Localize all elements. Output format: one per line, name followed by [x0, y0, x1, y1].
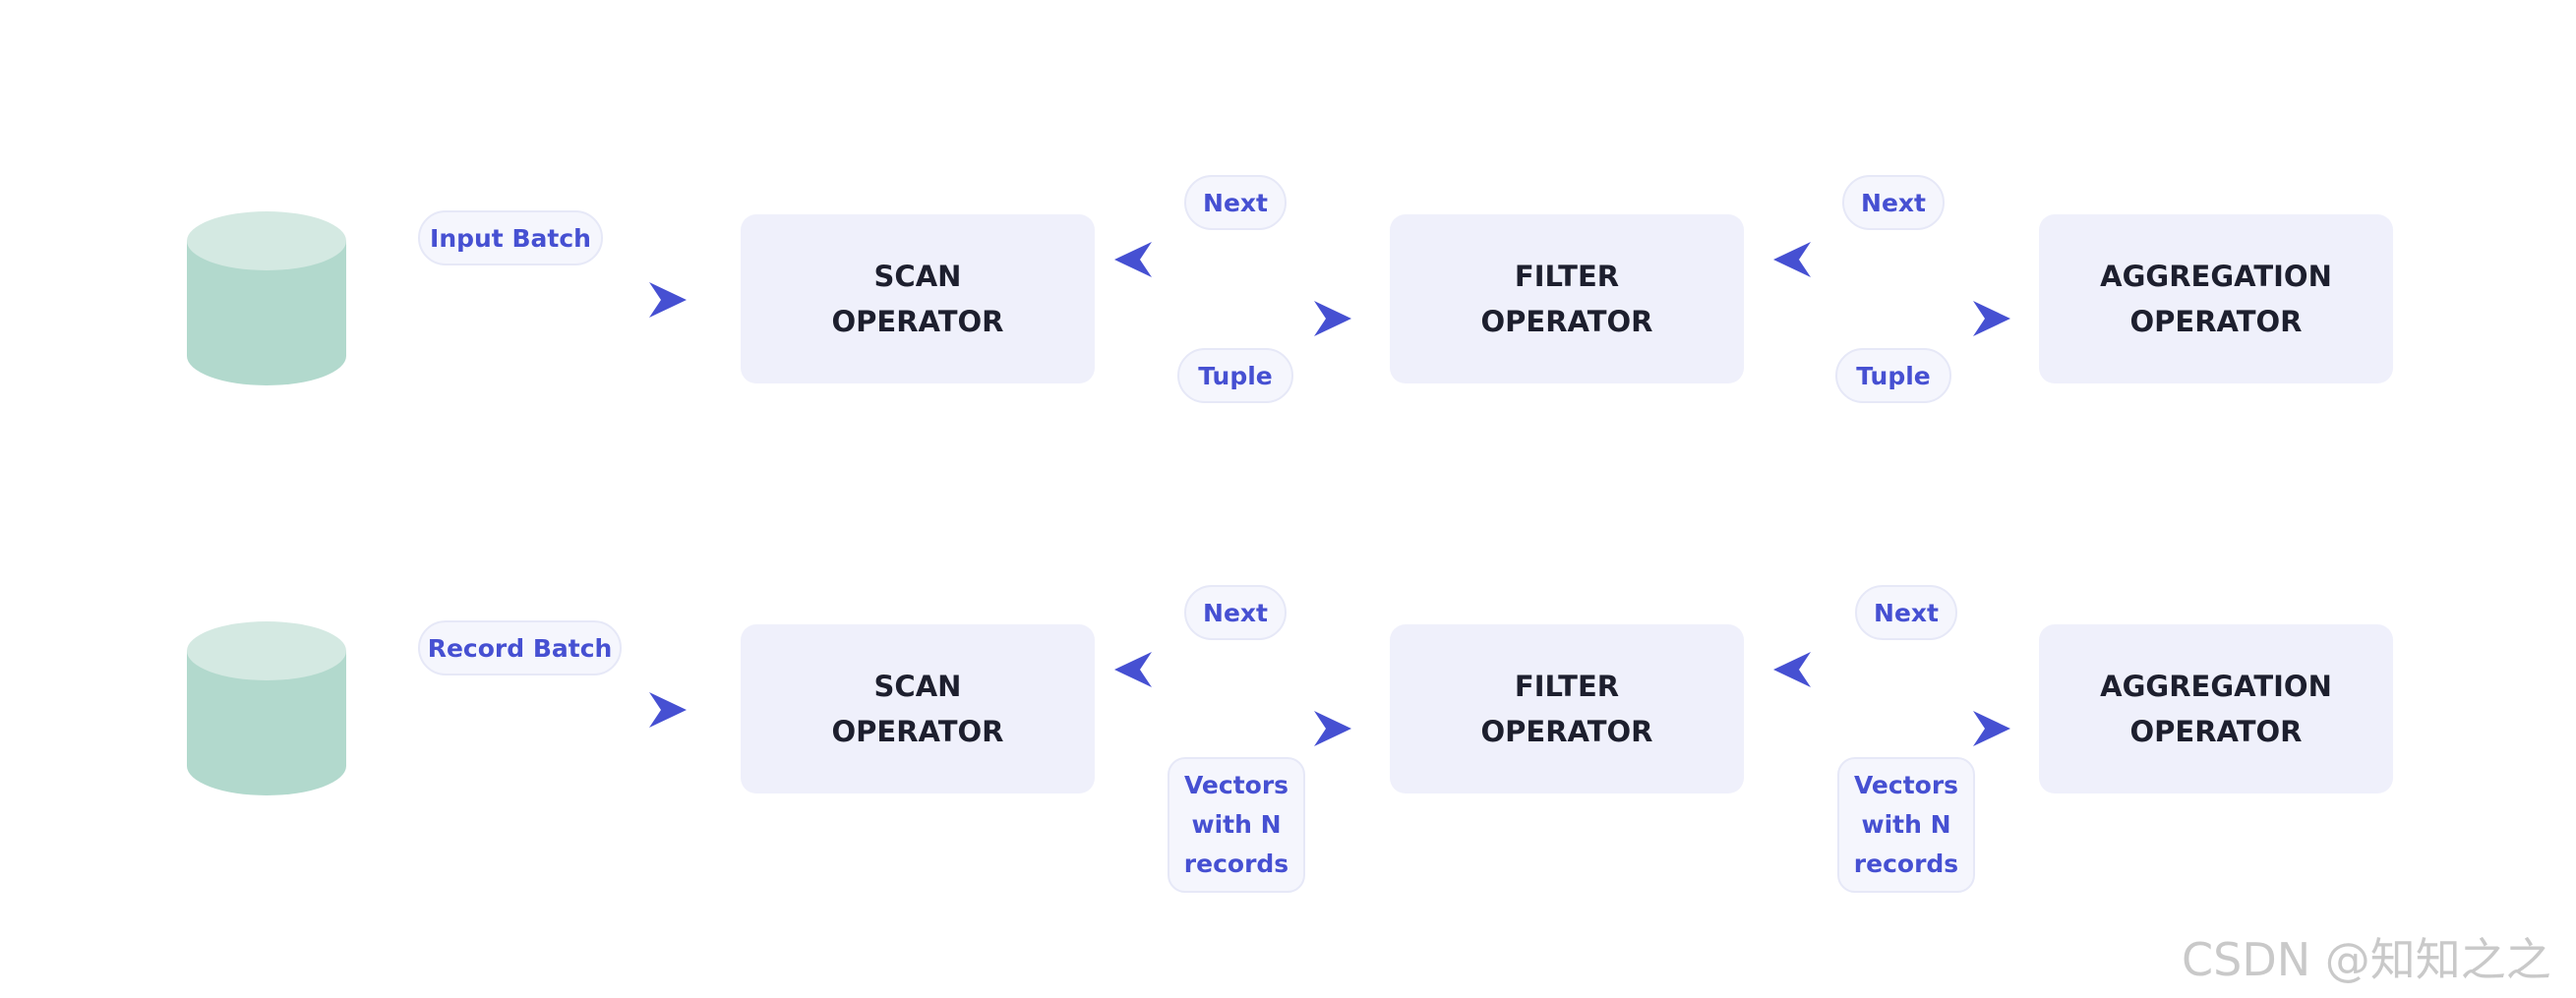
operator-suffix: OPERATOR: [2129, 305, 2303, 338]
input-batch-label: Input Batch: [418, 210, 603, 265]
vectors-label-filter-agg-row2: Vectors with N records: [1837, 757, 1975, 893]
vectors-label-line: records: [1183, 850, 1289, 878]
scan-operator-row2: SCAN OPERATOR: [741, 624, 1095, 793]
record-batch-label: Record Batch: [418, 620, 622, 675]
operator-name: SCAN: [873, 260, 962, 293]
arrow-source-to-scan-row1: [389, 282, 687, 318]
arrow-next-agg-to-filter-row2: [1773, 652, 2007, 687]
filter-operator-row2: FILTER OPERATOR: [1390, 624, 1744, 793]
aggregation-operator-row2: AGGREGATION OPERATOR: [2039, 624, 2393, 793]
arrow-tuple-filter-to-agg-row1: [1775, 301, 2010, 336]
operator-name: FILTER: [1514, 260, 1620, 293]
operator-suffix: OPERATOR: [831, 305, 1004, 338]
database-icon-row2: [187, 621, 346, 795]
arrow-next-agg-to-filter-row1: [1773, 242, 2007, 277]
operator-suffix: OPERATOR: [1480, 305, 1653, 338]
database-icon-row1: [187, 211, 346, 385]
next-label-filter-agg-row2: Next: [1855, 585, 1957, 640]
operator-name: AGGREGATION: [2100, 670, 2332, 703]
vectors-label-scan-filter-row2: Vectors with N records: [1168, 757, 1305, 893]
vectors-label-line: with N: [1861, 810, 1951, 839]
arrow-tuple-scan-to-filter-row1: [1116, 301, 1351, 336]
next-label-scan-filter-row2: Next: [1184, 585, 1287, 640]
filter-operator-row1: FILTER OPERATOR: [1390, 214, 1744, 383]
arrow-next-filter-to-scan-row2: [1114, 652, 1349, 687]
aggregation-operator-row1: AGGREGATION OPERATOR: [2039, 214, 2393, 383]
operator-suffix: OPERATOR: [2129, 715, 2303, 748]
tuple-label-filter-agg-row1: Tuple: [1835, 348, 1951, 403]
vectors-label-line: records: [1853, 850, 1959, 878]
arrow-next-filter-to-scan-row1: [1114, 242, 1349, 277]
next-label-scan-filter-row1: Next: [1184, 175, 1287, 230]
arrow-source-to-scan-row2: [389, 692, 687, 728]
arrow-vectors-filter-to-agg-row2: [1775, 711, 2010, 746]
operator-suffix: OPERATOR: [1480, 715, 1653, 748]
next-label-filter-agg-row1: Next: [1842, 175, 1945, 230]
operator-name: AGGREGATION: [2100, 260, 2332, 293]
vectors-label-line: Vectors: [1853, 771, 1959, 799]
vectors-label-line: with N: [1191, 810, 1282, 839]
scan-operator-row1: SCAN OPERATOR: [741, 214, 1095, 383]
arrow-vectors-scan-to-filter-row2: [1116, 711, 1351, 746]
operator-name: SCAN: [873, 670, 962, 703]
operator-name: FILTER: [1514, 670, 1620, 703]
operator-suffix: OPERATOR: [831, 715, 1004, 748]
vectors-label-line: Vectors: [1183, 771, 1289, 799]
tuple-label-scan-filter-row1: Tuple: [1177, 348, 1293, 403]
watermark-text: CSDN @知知之之: [2182, 933, 2551, 986]
